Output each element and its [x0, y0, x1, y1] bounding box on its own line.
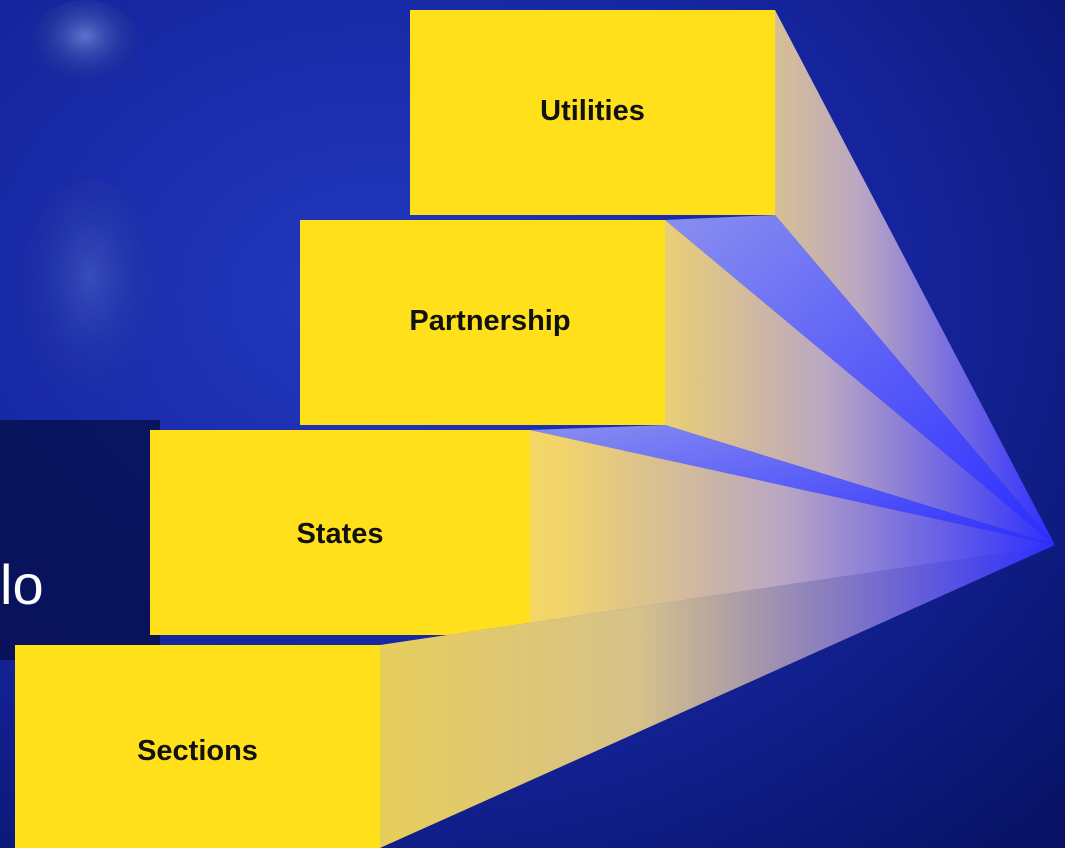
box-utilities [410, 10, 775, 215]
label-sections: Sections [137, 735, 258, 767]
water-drop-icon [30, 0, 140, 90]
box-partnership [300, 220, 665, 425]
beam-states-side [530, 425, 1055, 545]
label-partnership: Partnership [409, 305, 571, 337]
label-utilities: Utilities [540, 95, 645, 127]
beam-partnership-side [665, 215, 1055, 545]
partial-title-text: lo [0, 553, 44, 616]
box-sections [15, 645, 380, 848]
box-states [150, 430, 530, 635]
ripple-decoration [20, 180, 160, 420]
label-states: States [296, 518, 384, 550]
dark-side-panel [0, 420, 160, 660]
